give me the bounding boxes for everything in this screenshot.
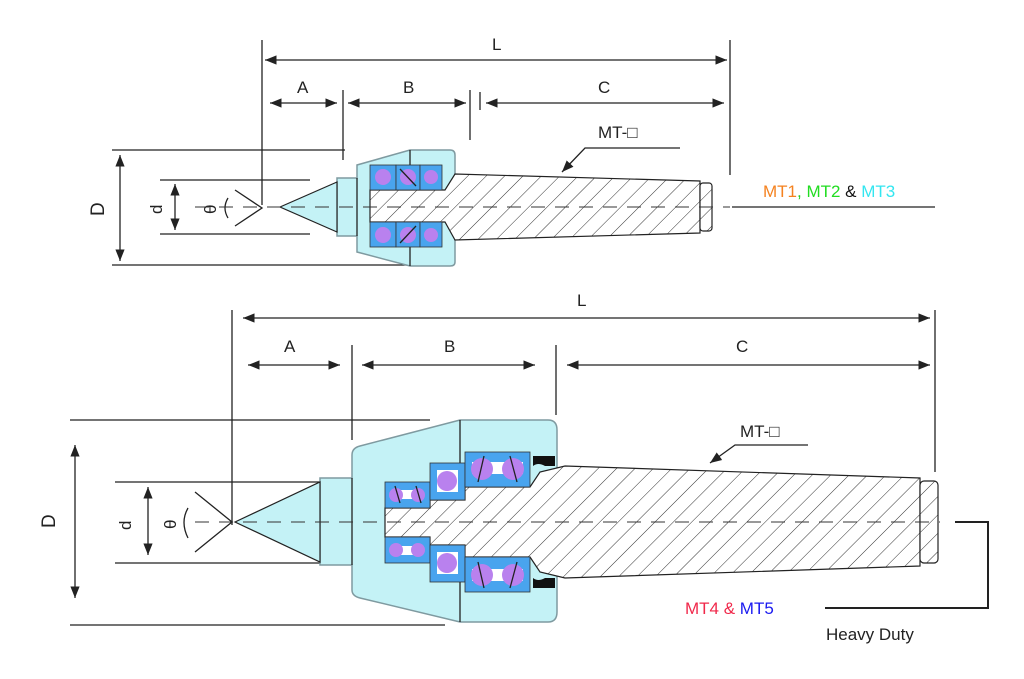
model-label: MT4 & MT5 [685, 599, 774, 618]
dim-B-label: B [403, 78, 414, 97]
dim-B-label: B [444, 337, 455, 356]
model-label: MT1, MT2 & MT3 [763, 182, 895, 201]
dim-L-label: L [492, 35, 501, 54]
model-mt3: MT3 [861, 182, 895, 201]
taper-leader [561, 147, 680, 173]
model-mt1: MT1 [763, 182, 797, 201]
angle-label: θ [161, 520, 180, 529]
taper-leader [709, 444, 808, 464]
angle-arc [183, 507, 189, 539]
bearings-top [369, 164, 443, 248]
dim-C-label: C [736, 337, 748, 356]
seal-bottom [533, 578, 555, 588]
model-sep: , [797, 182, 806, 201]
taper-label: MT-□ [740, 422, 780, 441]
model-leader [825, 521, 989, 609]
dim-L-label: L [577, 291, 586, 310]
angle-arc [224, 197, 229, 219]
taper-label: MT-□ [598, 123, 638, 142]
dim-C-label: C [598, 78, 610, 97]
angle-label: θ [201, 205, 220, 214]
bearings-bottom [384, 451, 555, 593]
dim-d-label: d [147, 205, 166, 214]
bottom-diagram: L A B C D d θ [39, 291, 989, 644]
extension-lines [112, 40, 731, 266]
dim-A-label: A [284, 337, 296, 356]
extension-lines [70, 310, 936, 626]
center-point-cone [278, 181, 338, 233]
model-mt5: MT5 [740, 599, 774, 618]
dim-d-label: d [116, 521, 135, 530]
dim-D-label: D [39, 514, 60, 528]
dim-A-label: A [297, 78, 309, 97]
model-mt4: MT4 [685, 599, 719, 618]
model-amp: & [719, 599, 740, 618]
model-mt2: MT2 [806, 182, 840, 201]
heavy-duty-label: Heavy Duty [826, 625, 914, 644]
dim-D-label: D [88, 202, 109, 216]
top-diagram: L A B C D d θ MT-□ [88, 35, 935, 267]
seal-top [533, 456, 555, 466]
angle-vee [234, 189, 264, 227]
model-amp: & [840, 182, 861, 201]
